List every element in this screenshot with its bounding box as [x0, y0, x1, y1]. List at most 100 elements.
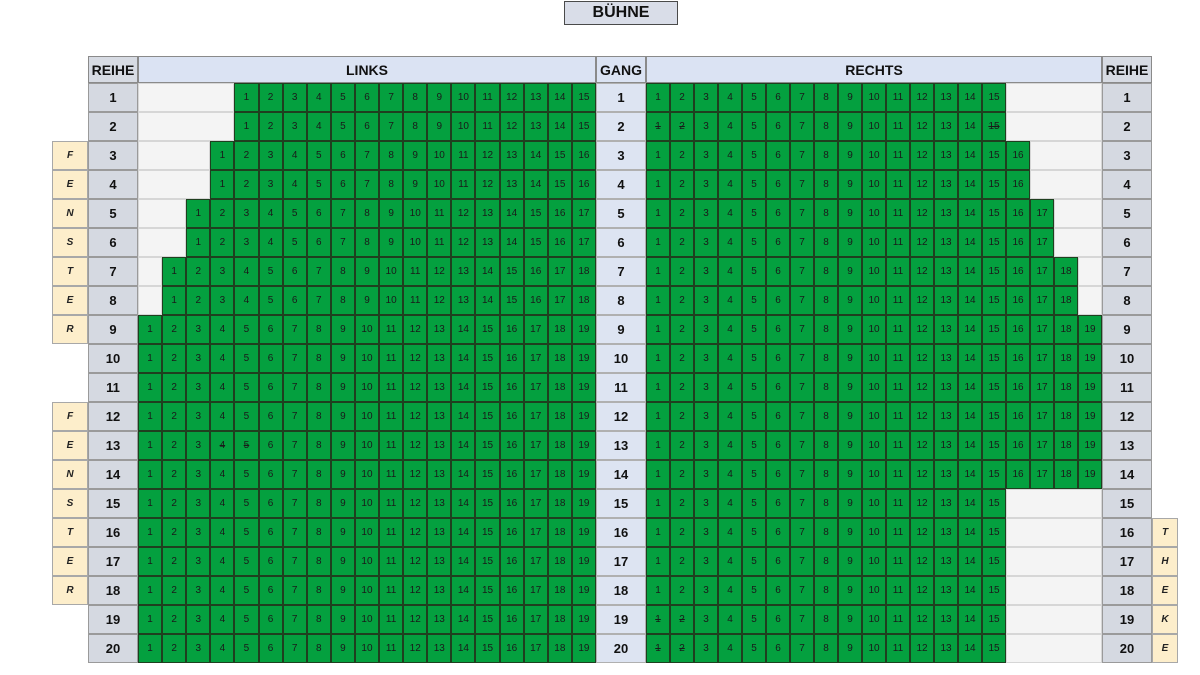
seat-left[interactable]: 12: [403, 344, 428, 373]
seat-left[interactable]: 10: [354, 402, 380, 431]
seat-right[interactable]: 12: [910, 344, 934, 373]
seat-right[interactable]: 1: [646, 547, 670, 576]
seat-left[interactable]: 1: [234, 112, 259, 141]
seat-right[interactable]: 2: [670, 344, 694, 373]
seat-left[interactable]: 7: [282, 576, 307, 605]
seat-left[interactable]: 5: [234, 489, 259, 518]
seat-right[interactable]: 15: [982, 489, 1006, 518]
seat-right[interactable]: 8: [814, 489, 838, 518]
seat-left[interactable]: 2: [162, 576, 187, 605]
seat-right[interactable]: 3: [694, 489, 718, 518]
seat-right[interactable]: 7: [790, 431, 814, 460]
seat-left[interactable]: 8: [306, 431, 331, 460]
seat-left[interactable]: 11: [427, 228, 452, 257]
seat-right[interactable]: 7: [790, 547, 814, 576]
seat-right[interactable]: 1: [646, 228, 670, 257]
seat-left[interactable]: 13: [427, 373, 452, 402]
seat-right[interactable]: 11: [886, 605, 910, 634]
seat-right[interactable]: 14: [958, 344, 982, 373]
seat-left[interactable]: 3: [210, 257, 235, 286]
seat-left[interactable]: 17: [547, 286, 572, 315]
seat-right[interactable]: 10: [862, 257, 886, 286]
seat-left[interactable]: 11: [427, 199, 452, 228]
seat-left[interactable]: 8: [306, 634, 331, 663]
seat-left[interactable]: 15: [475, 489, 500, 518]
seat-right[interactable]: 2: [670, 170, 694, 199]
seat-right[interactable]: 13: [934, 576, 958, 605]
seat-left[interactable]: 1: [186, 228, 211, 257]
seat-right[interactable]: 17: [1030, 431, 1054, 460]
seat-left[interactable]: 4: [306, 83, 331, 112]
seat-right[interactable]: 5: [742, 286, 766, 315]
seat-left[interactable]: 13: [427, 315, 452, 344]
seat-left[interactable]: 8: [306, 576, 331, 605]
seat-left[interactable]: 17: [571, 228, 596, 257]
seat-right[interactable]: 16: [1006, 315, 1030, 344]
seat-right[interactable]: 8: [814, 228, 838, 257]
seat-right[interactable]: 4: [718, 460, 742, 489]
seat-right[interactable]: 2: [670, 634, 694, 663]
seat-right[interactable]: 12: [910, 170, 934, 199]
seat-left[interactable]: 16: [547, 199, 572, 228]
seat-right[interactable]: 9: [838, 170, 862, 199]
seat-right[interactable]: 12: [910, 489, 934, 518]
seat-left[interactable]: 19: [571, 373, 596, 402]
seat-left[interactable]: 10: [403, 228, 428, 257]
seat-right[interactable]: 9: [838, 402, 862, 431]
seat-left[interactable]: 2: [234, 141, 259, 170]
seat-right[interactable]: 8: [814, 286, 838, 315]
seat-left[interactable]: 3: [210, 286, 235, 315]
seat-left[interactable]: 6: [258, 315, 283, 344]
seat-left[interactable]: 18: [547, 344, 572, 373]
seat-left[interactable]: 13: [427, 431, 452, 460]
seat-left[interactable]: 18: [547, 605, 572, 634]
seat-right[interactable]: 2: [670, 228, 694, 257]
seat-right[interactable]: 6: [766, 170, 790, 199]
seat-left[interactable]: 4: [210, 402, 235, 431]
seat-right[interactable]: 11: [886, 112, 910, 141]
seat-left[interactable]: 16: [571, 141, 596, 170]
seat-right[interactable]: 1: [646, 576, 670, 605]
seat-left[interactable]: 1: [138, 344, 163, 373]
seat-left[interactable]: 18: [547, 489, 572, 518]
seat-right[interactable]: 1: [646, 402, 670, 431]
seat-right[interactable]: 8: [814, 576, 838, 605]
seat-right[interactable]: 1: [646, 373, 670, 402]
seat-right[interactable]: 16: [1006, 170, 1030, 199]
seat-right[interactable]: 6: [766, 547, 790, 576]
seat-right[interactable]: 10: [862, 112, 886, 141]
seat-left[interactable]: 1: [138, 315, 163, 344]
seat-left[interactable]: 5: [306, 141, 331, 170]
seat-left[interactable]: 14: [523, 170, 548, 199]
seat-left[interactable]: 6: [306, 228, 331, 257]
seat-right[interactable]: 4: [718, 141, 742, 170]
seat-right[interactable]: 8: [814, 141, 838, 170]
seat-right[interactable]: 9: [838, 315, 862, 344]
seat-left[interactable]: 14: [451, 634, 476, 663]
seat-right[interactable]: 2: [670, 257, 694, 286]
seat-left[interactable]: 12: [403, 634, 428, 663]
seat-left[interactable]: 7: [282, 489, 307, 518]
seat-right[interactable]: 2: [670, 460, 694, 489]
seat-left[interactable]: 6: [258, 634, 283, 663]
seat-right[interactable]: 4: [718, 576, 742, 605]
seat-right[interactable]: 9: [838, 460, 862, 489]
seat-right[interactable]: 6: [766, 460, 790, 489]
seat-left[interactable]: 13: [427, 460, 452, 489]
seat-left[interactable]: 9: [330, 489, 355, 518]
seat-right[interactable]: 3: [694, 460, 718, 489]
seat-left[interactable]: 17: [523, 576, 548, 605]
seat-left[interactable]: 11: [379, 547, 404, 576]
seat-left[interactable]: 7: [282, 605, 307, 634]
seat-right[interactable]: 16: [1006, 257, 1030, 286]
seat-left[interactable]: 17: [523, 547, 548, 576]
seat-right[interactable]: 15: [982, 112, 1006, 141]
seat-right[interactable]: 19: [1078, 373, 1102, 402]
seat-right[interactable]: 13: [934, 489, 958, 518]
seat-right[interactable]: 10: [862, 373, 886, 402]
seat-left[interactable]: 7: [379, 83, 404, 112]
seat-right[interactable]: 10: [862, 576, 886, 605]
seat-right[interactable]: 11: [886, 141, 910, 170]
seat-left[interactable]: 2: [162, 431, 187, 460]
seat-left[interactable]: 13: [427, 344, 452, 373]
